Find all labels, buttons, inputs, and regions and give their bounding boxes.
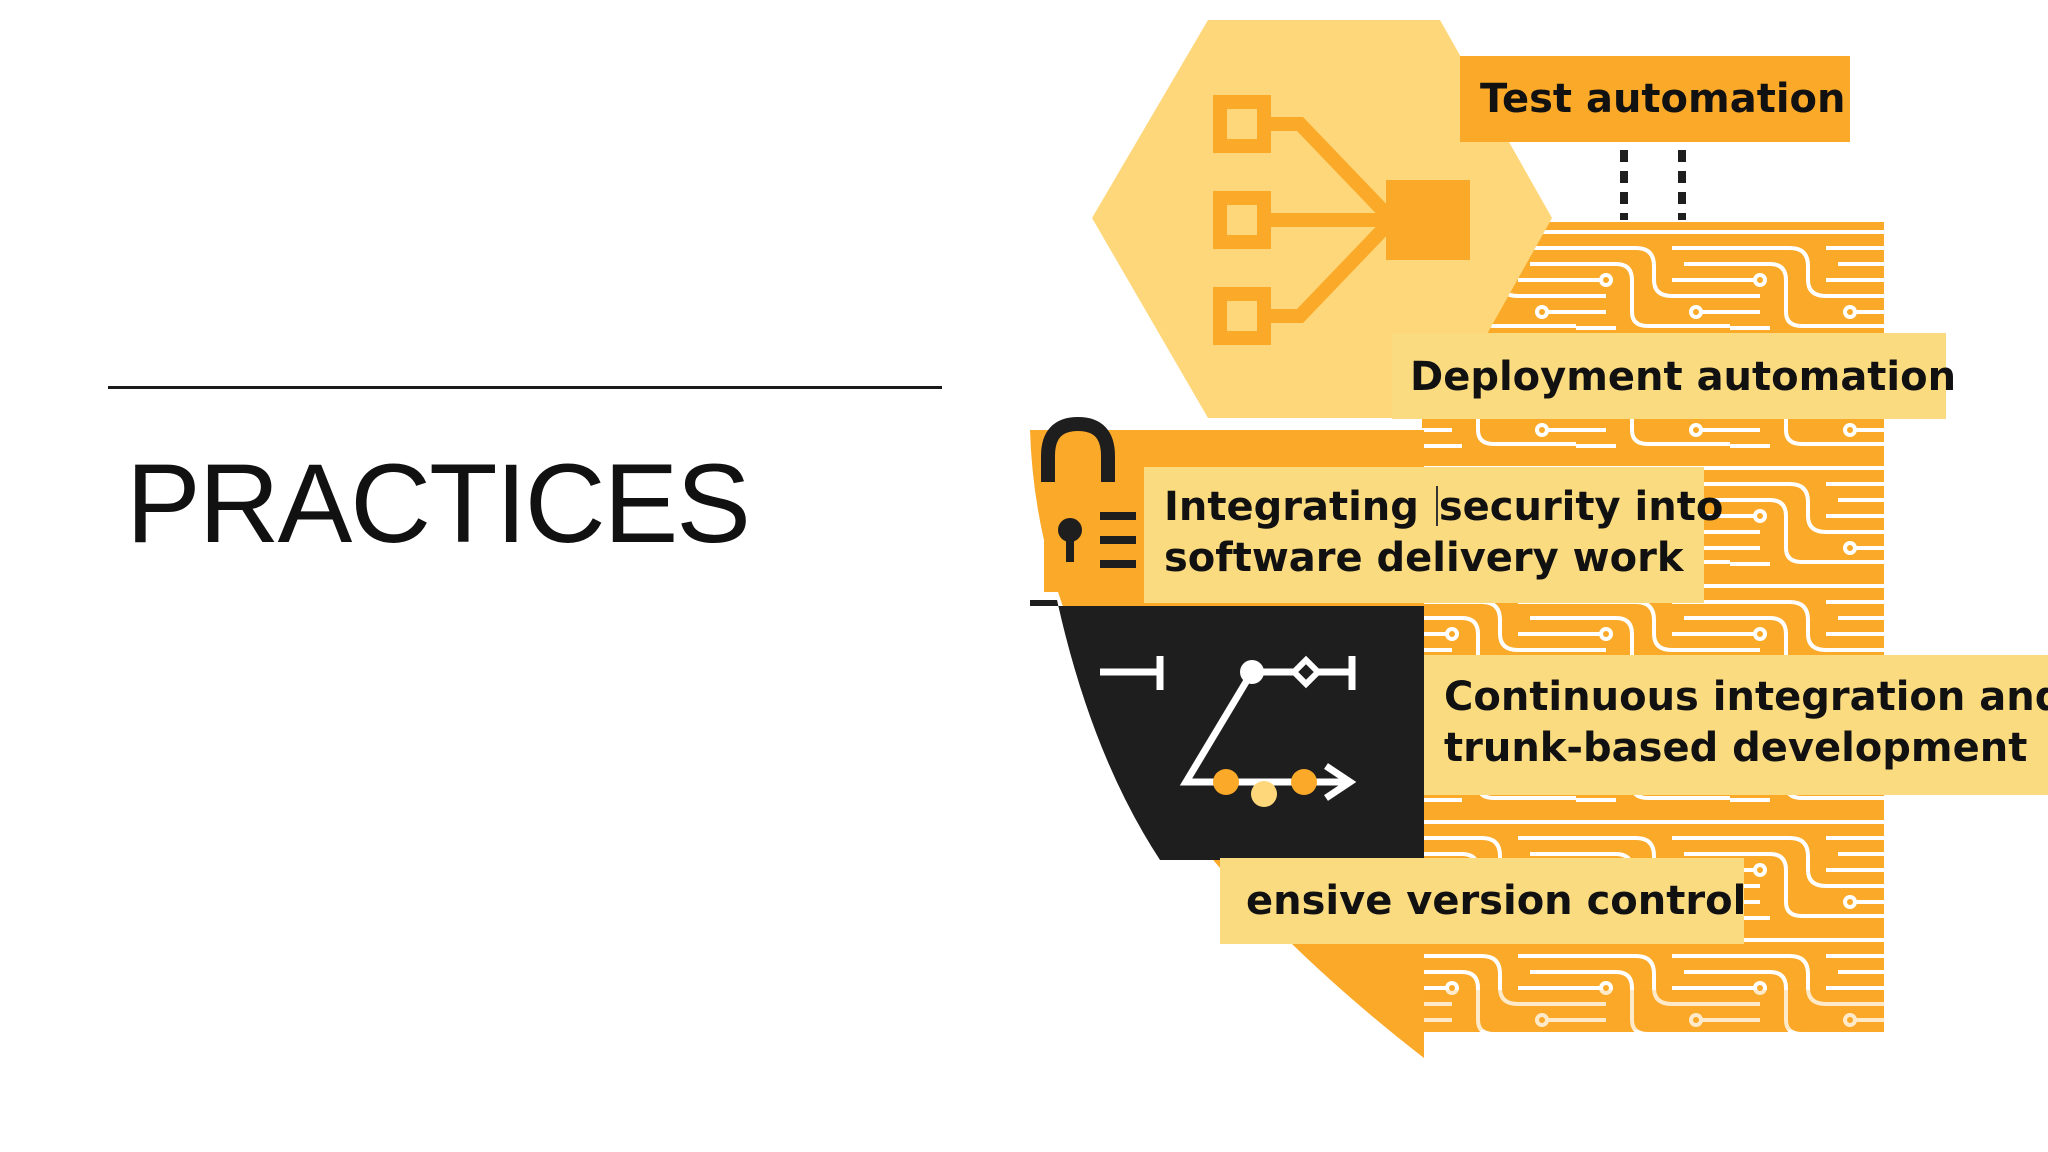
ci-box	[1424, 655, 2048, 795]
label-security-line2: software delivery work	[1164, 535, 1684, 582]
security-box	[1144, 467, 1704, 603]
label-ci-line1: Continuous integration and	[1444, 674, 2048, 720]
deployment-automation-box	[1392, 333, 1946, 419]
padlock-icon	[1041, 416, 1144, 592]
version-control-box	[1220, 858, 1744, 944]
label-security-part-a: Integrating	[1164, 484, 1433, 530]
slide-title: PRACTICES	[126, 441, 751, 566]
label-security: Integrating security into software deliv…	[1164, 482, 1723, 584]
label-deployment-automation: Deployment automation	[1410, 354, 1957, 400]
label-test-automation: Test automation	[1480, 76, 1846, 122]
label-security-part-b: security into	[1438, 484, 1724, 530]
text-cursor	[1435, 486, 1438, 526]
title-divider	[108, 386, 942, 389]
test-automation-box	[1460, 56, 1850, 142]
label-continuous-integration: Continuous integration and trunk-based d…	[1444, 672, 2048, 774]
hierarchy-icon	[1213, 95, 1398, 345]
label-ci-line2: trunk-based development	[1444, 725, 2028, 772]
label-version-control: ensive version control	[1246, 878, 1747, 924]
